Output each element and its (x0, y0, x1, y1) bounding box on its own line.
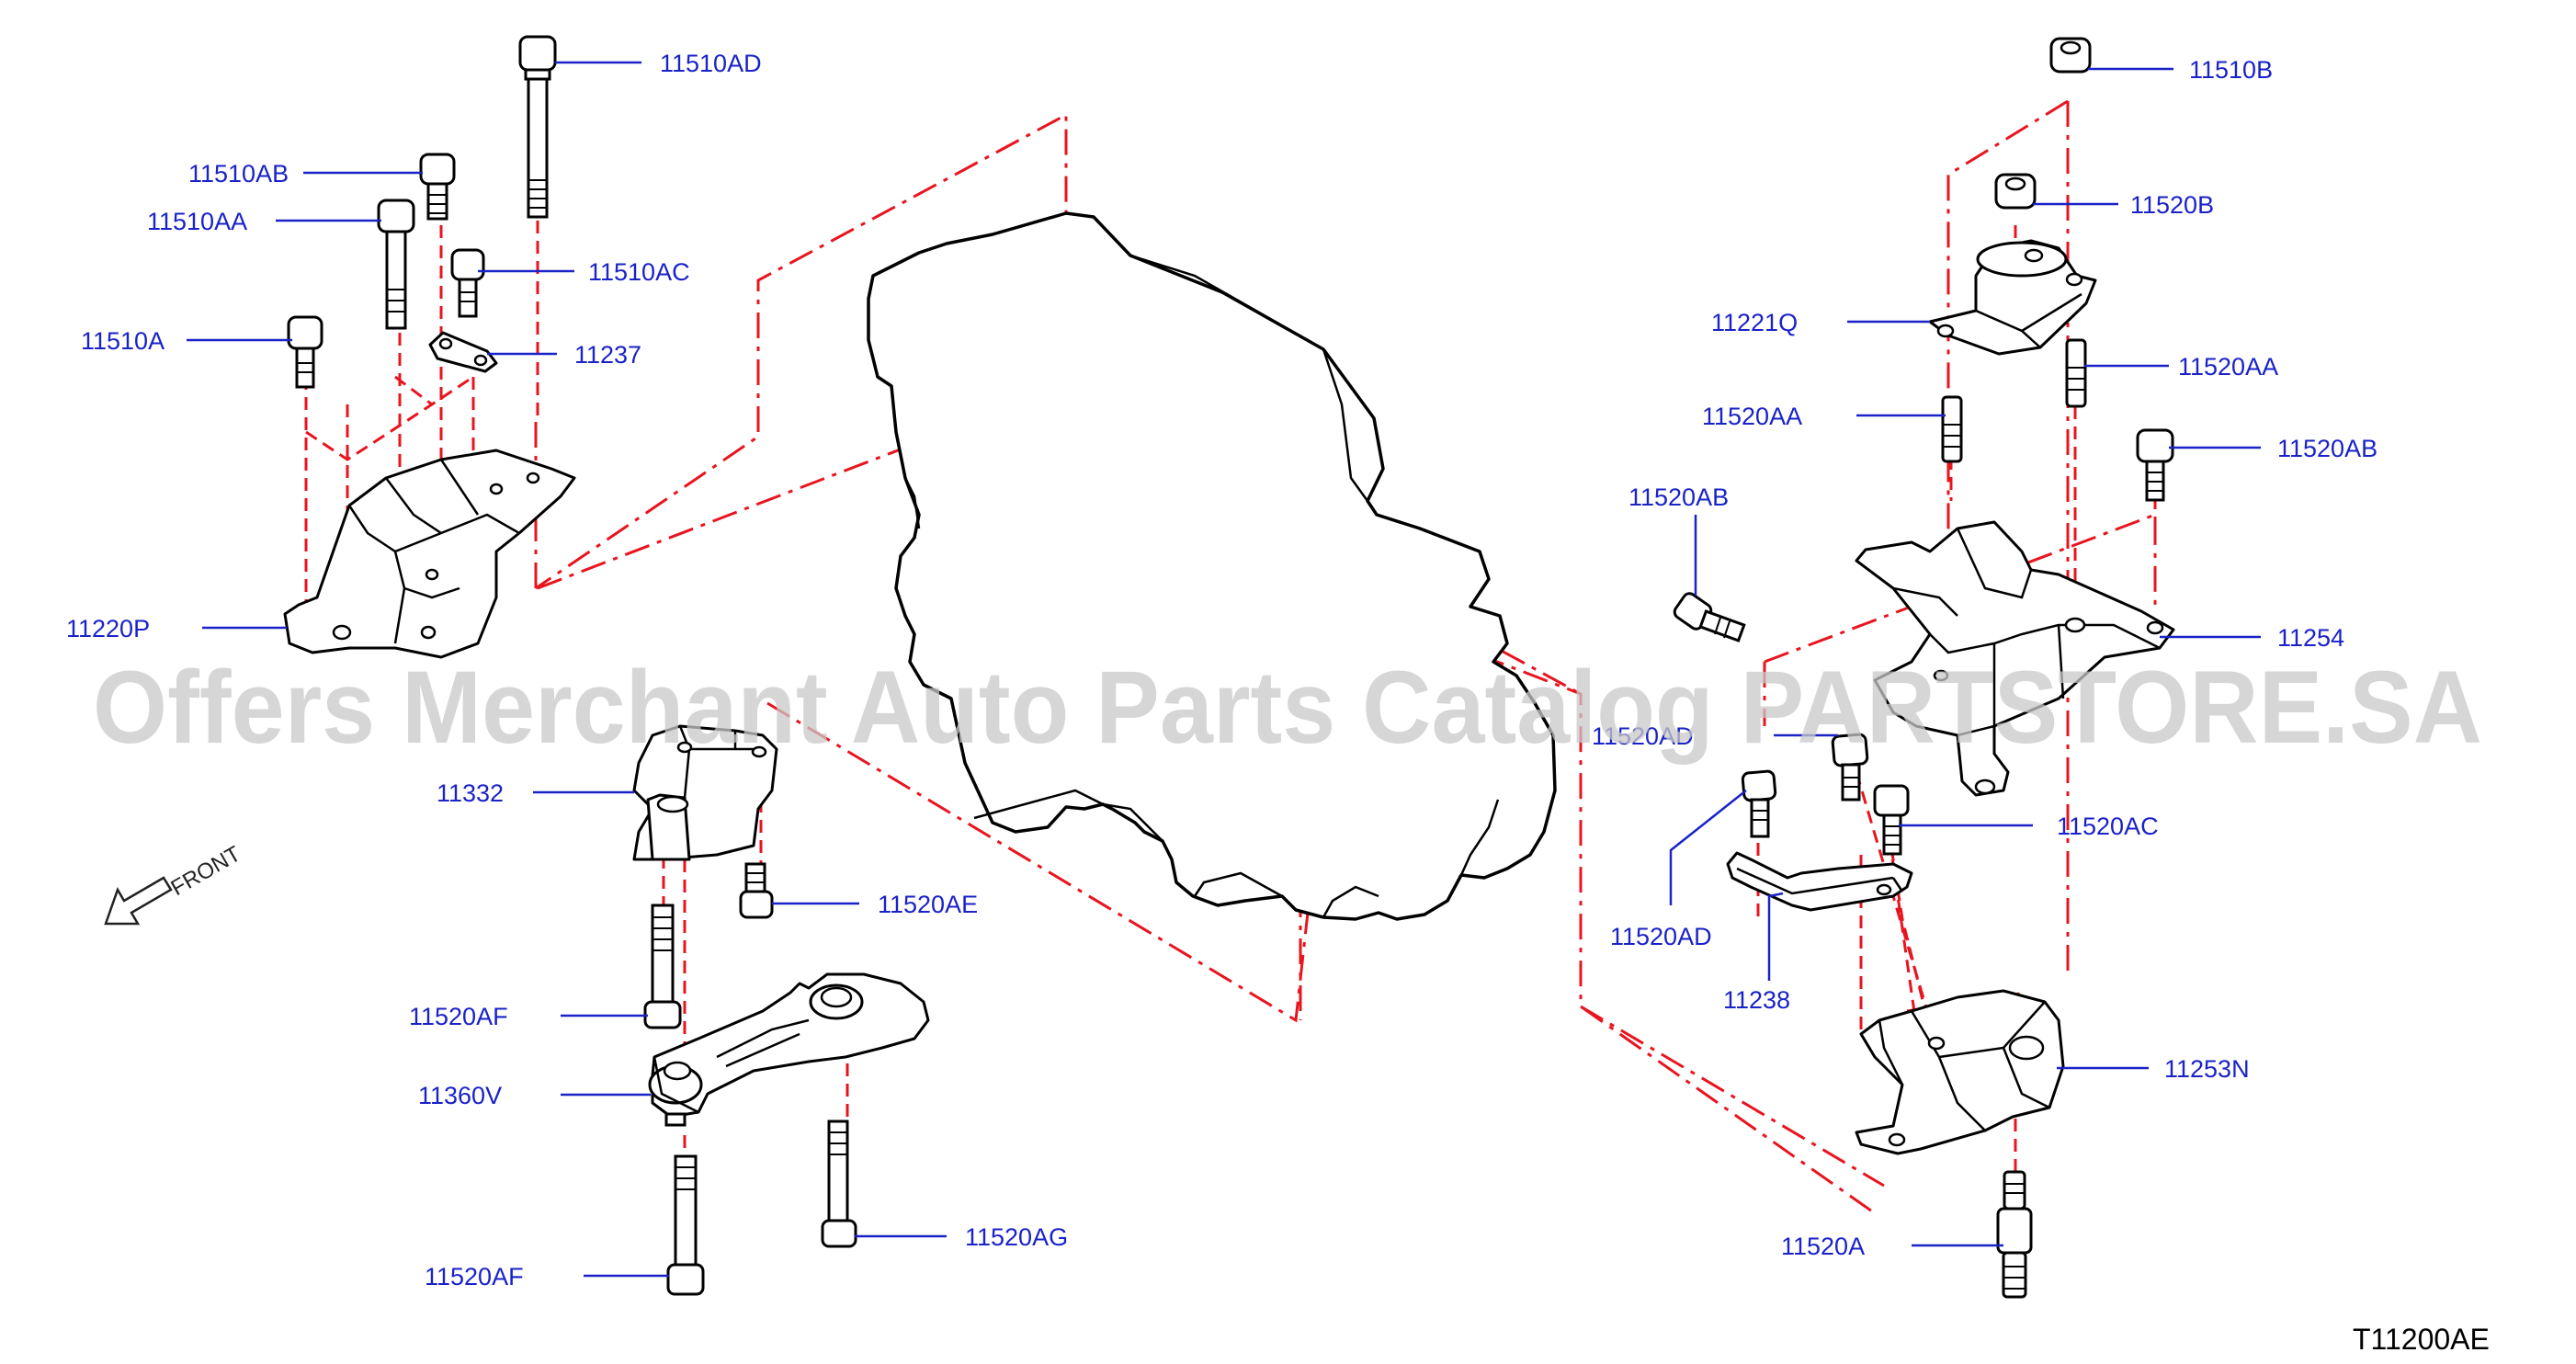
mounting-plate-11237 (428, 331, 498, 373)
engine-block-outline (867, 211, 1557, 921)
bolt-11520af-lower (666, 1154, 705, 1296)
callout-label: 11520AA (2178, 353, 2278, 381)
bolt-11510ad (518, 35, 557, 219)
callout-label: 11221Q (1711, 309, 1798, 336)
stud-11520aa-left (1941, 395, 1963, 463)
callout-label: 11220P (66, 615, 150, 642)
callout-label: 11520A (1781, 1233, 1865, 1260)
front-arrow-icon (104, 876, 173, 926)
bolt-11510ac (450, 248, 485, 318)
bolt-11510ab (419, 153, 456, 221)
callout-label: 11520AA (1702, 403, 1802, 430)
callout-label: 11520AF (425, 1263, 524, 1290)
callout-label: 11520AD (1592, 722, 1694, 750)
callout-label: 11520AD (1610, 923, 1712, 950)
callout-label: 11510A (81, 327, 165, 355)
mounting-bracket-11254 (1855, 520, 2175, 797)
bolt-11520ad-right-b (1741, 769, 1777, 838)
callout-label: 11520AG (965, 1223, 1068, 1251)
callout-label: 11238 (1723, 986, 1790, 1014)
engine-block-details (903, 254, 1500, 918)
engine-mount-bracket-11220p (283, 449, 576, 659)
callout-label: 11520AF (409, 1003, 508, 1030)
callout-label: 11510AC (588, 258, 690, 286)
bolt-11510a (287, 315, 323, 389)
bolt-11520ab-side (1673, 592, 1746, 642)
callout-label: 11520AC (2057, 813, 2159, 840)
callout-label: 11520AB (2277, 435, 2377, 462)
nut-11520b (1994, 173, 2037, 210)
callout-label: 11510AB (188, 160, 289, 188)
bolt-11520af-upper (643, 904, 682, 1029)
watermark-text: Offers Merchant Auto Parts Catalog PARTS… (93, 650, 2482, 765)
callout-label: 11510AA (147, 208, 247, 235)
callout-label: 11254 (2277, 624, 2344, 652)
callout-label: 11253N (2164, 1055, 2250, 1083)
bracket-11332 (632, 724, 778, 861)
stud-11520aa-right (2065, 338, 2087, 408)
callout-label: 11332 (437, 779, 504, 807)
bolt-11520ag (821, 1120, 857, 1248)
callout-labels: 11510AD 11510AB 11510AA 11510AC 11510A 1… (66, 50, 2377, 1290)
nut-11510b (2049, 37, 2092, 74)
callout-label: 11520B (2130, 191, 2214, 219)
callout-label: 11237 (574, 341, 641, 369)
diagram-reference-code: T11200AE (2353, 1323, 2490, 1356)
bolt-11520ab-upper-right (2136, 428, 2174, 502)
front-direction-indicator: FRONT (104, 841, 245, 926)
bolt-11520ae (739, 862, 774, 919)
bolt-11520ad-right-a (1831, 733, 1869, 801)
callout-label: 11520AB (1628, 483, 1729, 511)
bolt-11510aa (377, 199, 415, 330)
torque-rod-11360v (648, 972, 930, 1127)
callout-label: 11510AD (660, 50, 762, 77)
stud-11520a (1996, 1170, 2033, 1299)
bolt-11520ac (1873, 784, 1910, 856)
insulator-11221q (1928, 239, 2097, 356)
callout-label: 11520AE (878, 891, 978, 918)
callout-label: 11360V (418, 1082, 502, 1109)
front-direction-label: FRONT (167, 841, 245, 901)
bracket-11253n (1855, 989, 2065, 1155)
callout-leader-lines (187, 61, 2261, 1278)
callout-label: 11510B (2189, 56, 2273, 84)
assembly-lines (304, 99, 2157, 1215)
